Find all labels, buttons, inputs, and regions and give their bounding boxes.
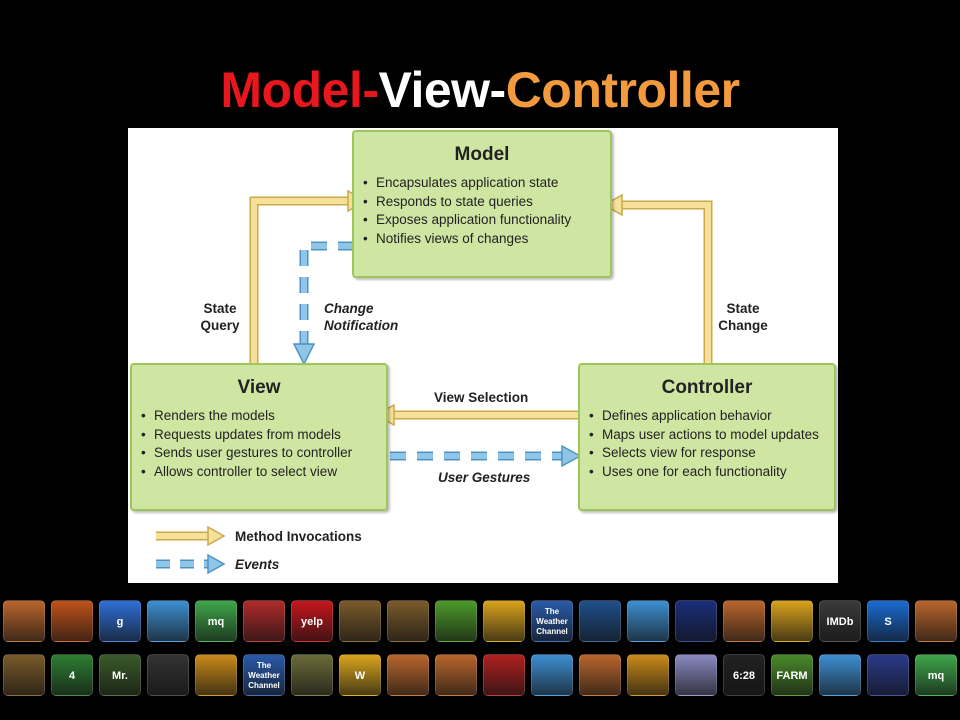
mask-icon [483,654,525,696]
model-items: Encapsulates application state Responds … [354,174,610,248]
basketball-icon [51,600,93,642]
messenger-icon [819,654,861,696]
list-item: Renders the models [141,407,386,426]
state-query-arrow [249,189,368,364]
list-item: Exposes application functionality [363,211,610,230]
messenger-icon [147,600,189,642]
earth-icon [579,600,621,642]
google-icon: g [99,600,141,642]
model-title: Model [454,144,510,165]
pot-icon [3,600,45,642]
list-item: Responds to state queries [363,193,610,212]
view-selection-arrow [374,403,578,427]
game-icon [339,600,381,642]
user-gestures-label: User Gestures [438,470,531,485]
mq-icon: mq [915,654,957,696]
legend-events-label: Events [235,557,280,572]
weather-icon: The Weather Channel [531,600,573,642]
controller-box: Controller Defines application behavior … [578,363,836,511]
tap-icon [867,654,909,696]
shazam-icon: S [867,600,909,642]
view-title: View [237,377,281,398]
suzies-icon [771,600,813,642]
tank-icon [291,654,333,696]
bottle-icon [675,654,717,696]
list-item: Requests updates from models [141,426,386,445]
pot-icon [435,654,477,696]
controller-title: Controller [661,377,753,398]
list-item: Notifies views of changes [363,230,610,249]
suzies-icon [483,600,525,642]
list-item: Defines application behavior [589,407,834,426]
game-icon [387,600,429,642]
speed-icon [195,654,237,696]
state-query-line2: Query [200,318,240,333]
pot-icon [915,600,957,642]
view-selection-label: View Selection [434,390,529,405]
globe-icon [675,600,717,642]
messenger-icon [627,600,669,642]
slide-title: Model-View-Controller [0,58,960,122]
legend-method-label: Method Invocations [235,529,362,544]
state-change-arrow [602,193,713,364]
view-items: Renders the models Requests updates from… [132,407,386,481]
words-icon: W [339,654,381,696]
farm-icon: FARM [771,654,813,696]
pot-icon [579,654,621,696]
state-query-line1: State [203,301,237,316]
state-change-line2: Change [718,318,768,333]
state-change-line1: State [726,301,760,316]
user-gestures-arrow [390,444,582,468]
state-change-label: State Change [713,300,773,334]
pot-icon [387,654,429,696]
mvc-diagram: Model Encapsulates application state Res… [128,128,838,583]
imdb-icon: IMDb [819,600,861,642]
change-notification-label: Change Notification [324,300,398,334]
list-item: Maps user actions to model updates [589,426,834,445]
list-item: Encapsulates application state [363,174,610,193]
state-query-label: State Query [190,300,250,334]
messenger-icon [531,654,573,696]
mq-icon: mq [195,600,237,642]
pot-icon [723,600,765,642]
person-icon [147,654,189,696]
change-notification-line1: Change [324,301,374,316]
weather-icon: The Weather Channel [243,654,285,696]
game-icon [3,654,45,696]
list-item: Selects view for response [589,444,834,463]
change-notification-arrow [292,241,354,366]
yelp-icon: yelp [291,600,333,642]
legend-method-arrow [156,525,226,547]
dots-icon [243,600,285,642]
title-view: View- [378,62,507,118]
view-box: View Renders the models Requests updates… [130,363,388,511]
controller-items: Defines application behavior Maps user a… [580,407,834,481]
legend-events-arrow [156,553,226,575]
model-box: Model Encapsulates application state Res… [352,130,612,278]
clock-icon: 6:28 [723,654,765,696]
title-controller: Controller [505,62,740,118]
four-icon: 4 [51,654,93,696]
title-model: Model- [220,62,379,118]
list-item: Allows controller to select view [141,463,386,482]
arrows-layer [156,189,713,575]
list-item: Uses one for each functionality [589,463,834,482]
mr-icon: Mr. [99,654,141,696]
speed-icon [627,654,669,696]
change-notification-line2: Notification [324,318,399,333]
list-item: Sends user gestures to controller [141,444,386,463]
face-icon [435,600,477,642]
